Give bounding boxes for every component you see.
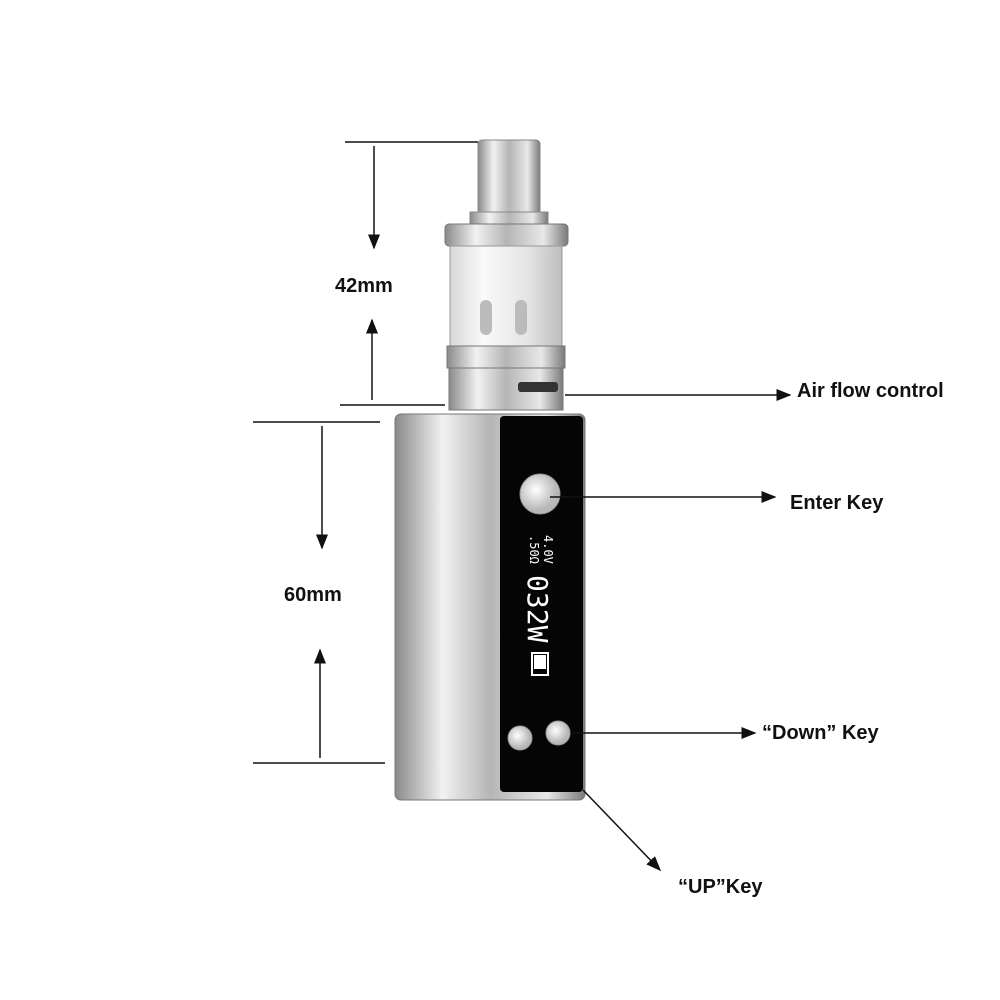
screen-resistance: .50Ω — [527, 535, 541, 564]
tank-height-label: 42mm — [335, 275, 393, 297]
battery-icon — [531, 652, 549, 676]
down-key-label: “Down” Key — [762, 722, 880, 744]
mod-height-label: 60mm — [284, 584, 342, 606]
dimension-lines — [253, 141, 478, 764]
callout-lines — [550, 389, 792, 872]
screen-voltage: 4.0V — [541, 535, 555, 564]
box-mod: 4.0V .50Ω 032W — [394, 413, 586, 801]
enter-key-button[interactable] — [519, 473, 561, 515]
up-key-label: “UP”Key — [678, 876, 763, 898]
air-flow-control-label: Air flow control — [797, 380, 944, 402]
atomizer — [444, 139, 569, 411]
screen-wattage: 032W — [521, 575, 554, 643]
up-key-button[interactable] — [507, 725, 533, 751]
enter-key-label: Enter Key — [790, 492, 884, 514]
air-flow-slot[interactable] — [518, 382, 558, 392]
down-key-button[interactable] — [545, 720, 571, 746]
oled-screen: 4.0V .50Ω 032W — [521, 535, 555, 676]
